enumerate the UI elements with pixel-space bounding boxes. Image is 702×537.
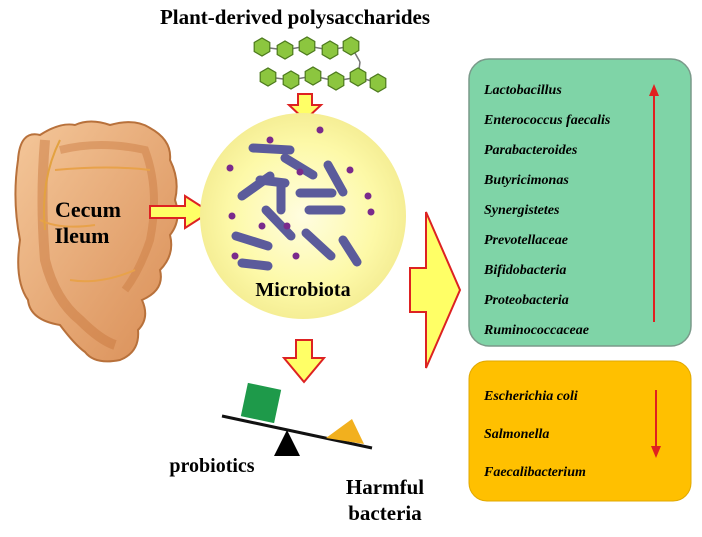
species-item: Prevotellaceae [484, 233, 568, 248]
bacterium-coccus [226, 164, 234, 172]
sugar-ring [298, 36, 316, 56]
up-arrow-icon [649, 84, 659, 322]
species-item: Proteobacteria [484, 293, 569, 308]
bacterium-coccus [283, 222, 291, 230]
down-arrow-to-microbiota [286, 93, 324, 122]
bacterium-rod [280, 153, 318, 180]
balance-scale-icon [221, 382, 373, 456]
species-item: Ruminococcaceae [483, 323, 589, 338]
sugar-ring [342, 36, 360, 56]
increased-box [468, 58, 692, 347]
sugar-ring [259, 67, 277, 87]
intestine-icon [14, 120, 179, 363]
microbiota-label: Microbiota [255, 279, 350, 301]
bacterium-rod [248, 143, 295, 155]
sugar-ring [276, 40, 294, 60]
bacteria-cluster [226, 126, 375, 271]
bacterium-coccus [367, 208, 375, 216]
sugar-ring [349, 67, 367, 87]
bacterium-coccus [266, 136, 274, 144]
ileum-label: Ileum [55, 223, 110, 248]
title: Plant-derived polysaccharides [160, 5, 430, 29]
bacterium-coccus [296, 168, 304, 176]
decreased-list: Escherichia coliSalmonellaFaecalibacteri… [483, 389, 586, 480]
bacterium-rod [261, 205, 296, 241]
right-arrow-to-microbiota [149, 194, 212, 230]
sugar-ring [327, 71, 345, 91]
species-item: Salmonella [484, 427, 549, 442]
probiotics-block [240, 382, 282, 424]
down-arrow-icon [651, 390, 661, 458]
bacterium-rod [237, 258, 273, 271]
bacterium-coccus [258, 222, 266, 230]
harmful-triangle [326, 419, 364, 444]
fulcrum [274, 430, 300, 456]
bacterium-rod [323, 160, 348, 197]
species-item: Escherichia coli [483, 389, 578, 404]
sugar-ring [369, 73, 387, 93]
sugar-ring [304, 66, 322, 86]
sugar-ring [253, 37, 271, 57]
bacterium-coccus [316, 126, 324, 134]
species-item: Synergistetes [484, 203, 560, 218]
probiotics-label: probiotics [169, 455, 254, 477]
bacterium-coccus [292, 252, 300, 260]
harmful-label-line2: bacteria [348, 501, 422, 525]
bacterium-coccus [346, 166, 354, 174]
cecum-label: Cecum [55, 197, 121, 222]
polysaccharide-chain-icon [253, 36, 387, 93]
harmful-label-line1: Harmful [346, 475, 424, 499]
bacterium-coccus [228, 212, 236, 220]
species-item: Lactobacillus [483, 83, 562, 98]
bacterium-coccus [364, 192, 372, 200]
down-arrow-to-balance [281, 339, 327, 384]
bacterium-rod [255, 175, 290, 188]
sugar-ring [321, 40, 339, 60]
bacterium-rod [301, 228, 336, 261]
species-item: Butyricimonas [483, 173, 569, 188]
species-item: Faecalibacterium [483, 465, 586, 480]
bacterium-coccus [231, 252, 239, 260]
bacterium-rod [338, 235, 362, 267]
right-arrow-to-results [409, 211, 462, 369]
species-item: Parabacteroides [484, 143, 578, 158]
bacterium-rod [231, 231, 273, 251]
species-item: Bifidobacteria [483, 263, 566, 278]
sugar-ring [282, 70, 300, 90]
decreased-box [468, 360, 692, 502]
species-item: Enterococcus faecalis [483, 113, 611, 128]
